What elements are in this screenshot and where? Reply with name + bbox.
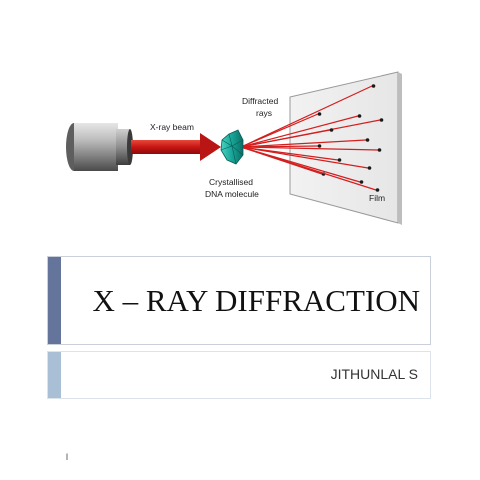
diffracted-ray bbox=[240, 115, 359, 148]
xray-diffraction-diagram: X-ray beam Diffracted rays Crystallised … bbox=[66, 71, 402, 225]
subtitle-box: JITHUNLAL S bbox=[47, 351, 431, 399]
page-mark: l bbox=[66, 452, 68, 462]
diffraction-spot bbox=[379, 118, 384, 122]
slide-title: X – RAY DIFFRACTION bbox=[92, 283, 420, 318]
diffracted-ray bbox=[240, 129, 331, 148]
diffraction-spot bbox=[337, 158, 342, 162]
diffraction-spot bbox=[367, 166, 372, 170]
slide-subtitle: JITHUNLAL S bbox=[330, 366, 418, 382]
diffracted-ray bbox=[240, 139, 367, 148]
crystal-icon bbox=[220, 129, 244, 165]
diffracted-ray bbox=[240, 146, 369, 169]
crystal-label-line2: DNA molecule bbox=[205, 189, 259, 199]
subtitle-accent-bar bbox=[48, 352, 61, 398]
diffraction-spot bbox=[359, 180, 364, 184]
diffraction-spot bbox=[317, 112, 322, 116]
crystal-label-line1: Crystallised bbox=[209, 177, 253, 187]
diffraction-spot bbox=[317, 144, 322, 148]
diffracted-ray bbox=[240, 146, 379, 151]
x-ray-tube-icon bbox=[66, 123, 133, 171]
title-box: X – RAY DIFFRACTION bbox=[47, 256, 431, 345]
film-plate-icon bbox=[289, 71, 402, 225]
title-accent-bar bbox=[48, 257, 61, 344]
diffracted-ray bbox=[240, 113, 319, 148]
diffracted-rays-label-line2: rays bbox=[256, 108, 272, 118]
x-ray-beam-arrow bbox=[131, 133, 221, 161]
diffraction-spot bbox=[375, 188, 380, 192]
diffraction-spot bbox=[357, 114, 362, 118]
diffracted-rays bbox=[240, 84, 384, 192]
diffraction-spot bbox=[329, 128, 334, 132]
film-label: Film bbox=[369, 193, 385, 203]
diffracted-ray bbox=[240, 85, 373, 148]
diffracted-ray bbox=[240, 146, 377, 191]
diffraction-spot bbox=[371, 84, 376, 88]
diffraction-spot bbox=[365, 138, 370, 142]
diffracted-rays-label-line1: Diffracted bbox=[242, 96, 278, 106]
diffraction-spot bbox=[377, 148, 382, 152]
x-ray-beam-label: X-ray beam bbox=[150, 122, 194, 132]
